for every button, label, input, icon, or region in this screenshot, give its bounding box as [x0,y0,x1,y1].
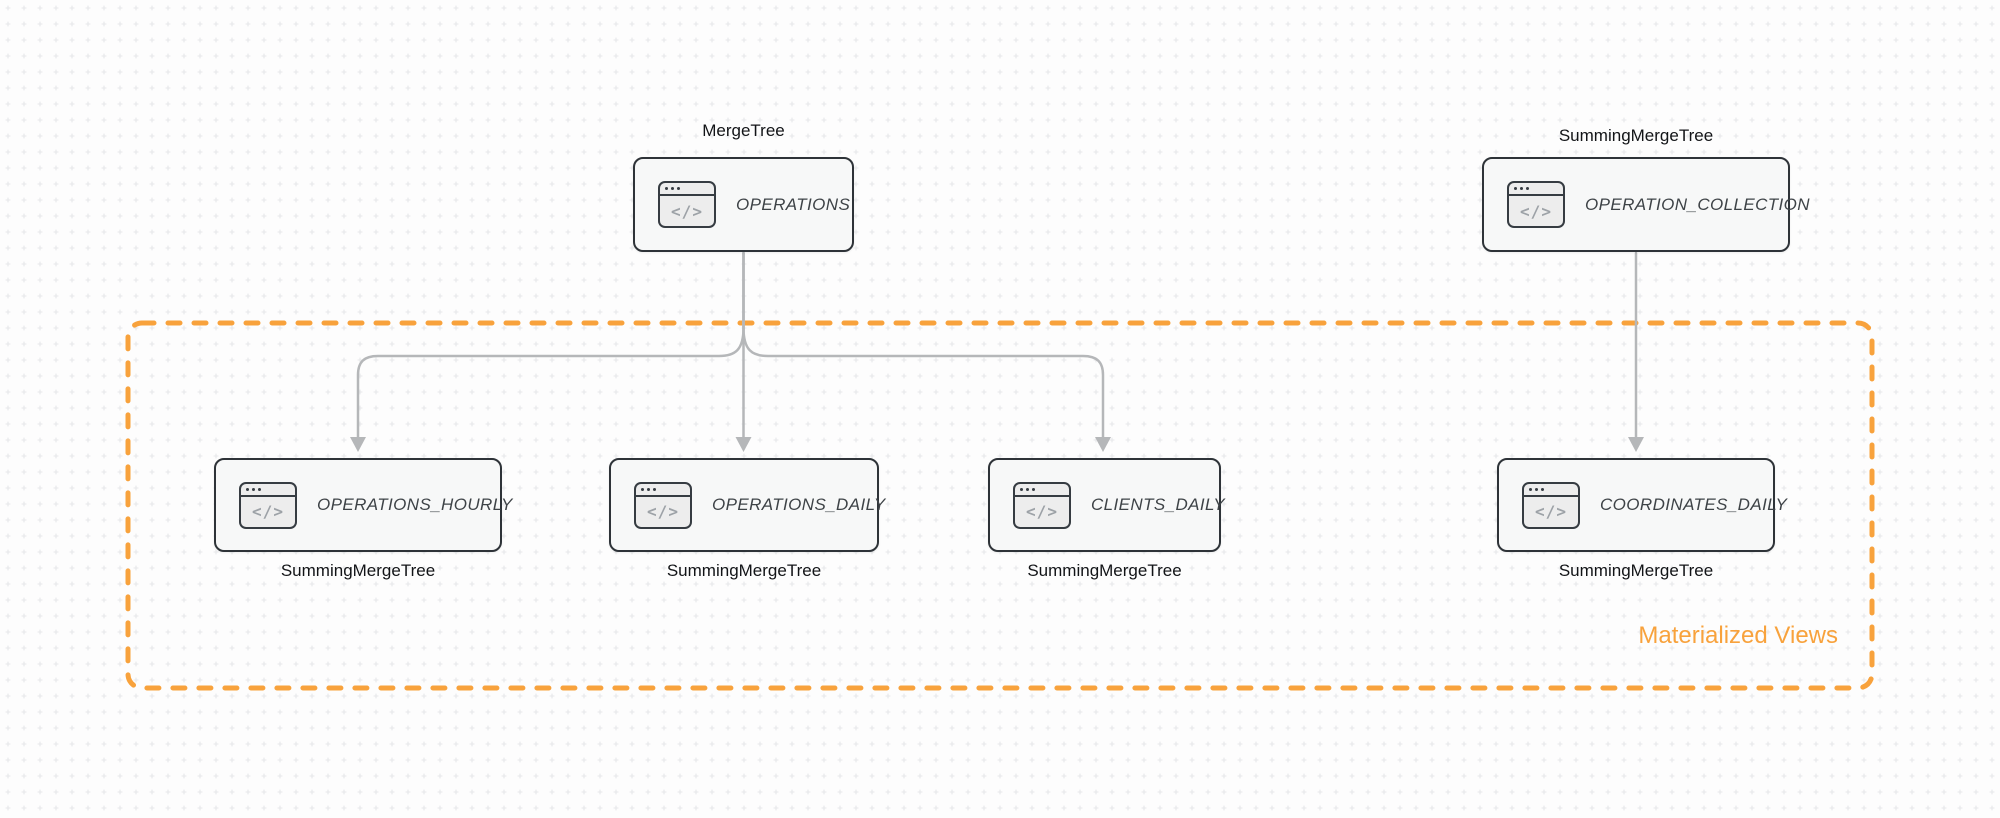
code-window-icon: </> [658,181,716,228]
node-title: COORDINATES_DAILY [1600,495,1788,514]
edge-operations-to-operations-hourly [356,251,745,440]
table-node-operations-daily[interactable]: </> OPERATIONS_DAILY [609,458,885,552]
arrowhead-operations-daily [735,437,752,452]
table-node-coordinates-daily[interactable]: </> COORDINATES_DAILY [1497,458,1787,552]
table-node-operations[interactable]: </> OPERATIONS [633,157,854,252]
code-window-icon: </> [1013,481,1071,529]
arrowhead-coordinates-daily [1628,437,1644,452]
table-node-operation-collection[interactable]: </> OPERATION_COLLECTION [1482,157,1810,252]
code-window-icon: </> [239,481,297,529]
window-dots-icon [1509,183,1563,196]
materialized-views-group-border [125,320,1875,691]
edge-operations-to-clients-daily [742,251,1105,440]
code-window-icon: </> [634,481,692,529]
engine-label-operation-collection: SummingMergeTree [1558,126,1714,145]
code-glyph: </> [1535,502,1567,521]
window-dots-icon [1524,484,1578,497]
code-glyph: </> [1026,502,1058,521]
code-glyph: </> [252,502,284,521]
arrowhead-operations-hourly [350,437,366,452]
code-window-icon: </> [1522,481,1580,529]
node-title: OPERATIONS [736,194,851,214]
engine-label-clients-daily: SummingMergeTree [1027,561,1182,580]
code-glyph: </> [647,502,679,521]
engine-label-operations-hourly: SummingMergeTree [280,561,436,580]
table-node-clients-daily[interactable]: </> CLIENTS_DAILY [988,458,1225,552]
engine-label-operations-daily: SummingMergeTree [666,561,822,580]
code-glyph: </> [1520,201,1552,221]
node-title: CLIENTS_DAILY [1091,495,1226,514]
engine-label-coordinates-daily: SummingMergeTree [1558,561,1714,580]
node-title: OPERATION_COLLECTION [1585,194,1810,214]
window-dots-icon [241,484,295,497]
node-title: OPERATIONS_HOURLY [317,495,513,514]
window-dots-icon [636,484,690,497]
arrowhead-clients-daily [1095,437,1111,452]
window-dots-icon [660,183,714,196]
node-title: OPERATIONS_DAILY [712,495,886,514]
materialized-views-group-label: Materialized Views [1638,622,1838,649]
code-window-icon: </> [1507,181,1565,228]
code-glyph: </> [671,201,703,221]
window-dots-icon [1015,484,1069,497]
engine-label-operations: MergeTree [702,121,785,140]
table-node-operations-hourly[interactable]: </> OPERATIONS_HOURLY [214,458,512,552]
